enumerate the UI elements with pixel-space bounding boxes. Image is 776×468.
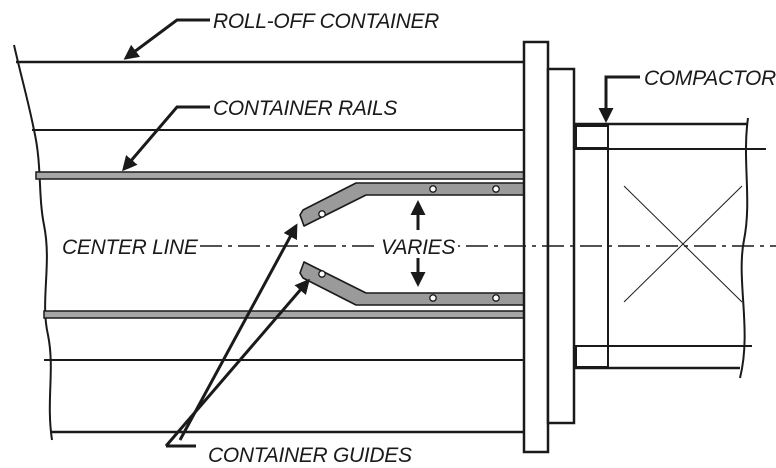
compactor-flange-outer (522, 40, 550, 454)
varies-label-bg (378, 232, 458, 258)
label-compactor: COMPACTOR (644, 67, 776, 90)
leader-roll-off-container (123, 18, 210, 60)
label-container-rails: CONTAINER RAILS (213, 97, 397, 120)
container-rail-lower (43, 310, 525, 319)
leader-container-guides-upper (178, 223, 298, 441)
compactor-opening-x2 (623, 185, 743, 303)
leader-compactor (598, 75, 640, 123)
label-center-line: CENTER LINE (62, 236, 199, 259)
container-guide-lower (299, 261, 525, 306)
compactor-break-edge (739, 117, 749, 379)
container-break-edge (13, 44, 53, 441)
label-container-guides: CONTAINER GUIDES (208, 444, 412, 467)
container-guide-upper (299, 182, 525, 227)
leader-container-rails (122, 105, 210, 172)
guide-bolts (318, 185, 500, 302)
label-roll-off-container: ROLL-OFF CONTAINER (213, 10, 439, 33)
compactor-seal-upper (575, 125, 609, 149)
compactor-seal-lower (575, 345, 609, 368)
label-varies: VARIES (381, 236, 455, 259)
leader-container-guides-lower (164, 278, 310, 447)
center-line-label-bg (58, 232, 198, 260)
container-rail-upper (35, 171, 525, 180)
